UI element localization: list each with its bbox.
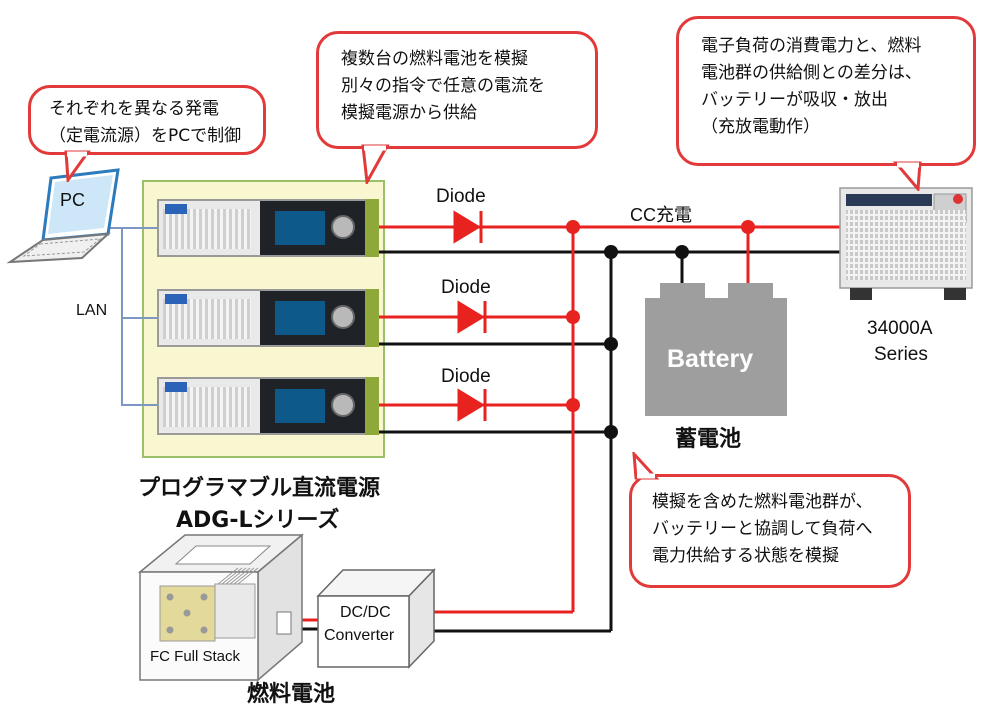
diode-3 [457, 388, 487, 422]
junction-dots-red [566, 220, 755, 412]
callout-text: 電池群の供給側との差分は、 [701, 63, 922, 83]
load-series-label: Series [874, 344, 928, 365]
positive-lines [289, 225, 850, 622]
callout-emulation-tail [361, 144, 390, 184]
diode-1 [453, 210, 483, 244]
psu-title-label: プログラマブル直流電源 [138, 476, 381, 501]
lan-lines [108, 227, 157, 406]
electronic-load-34000a [839, 187, 973, 300]
fuel-cell-stack-drawing [137, 533, 305, 682]
callout-text: 電子負荷の消費電力と、燃料 [701, 36, 922, 56]
psu-unit-1 [157, 199, 379, 257]
callout-text: バッテリーと協調して負荷へ [652, 519, 873, 539]
dcdc-label-line2: Converter [324, 627, 395, 644]
callout-battery-difference: 電子負荷の消費電力と、燃料 電池群の供給側との差分は、 バッテリーが吸収・放出 … [676, 16, 976, 166]
dcdc-converter-box [316, 568, 436, 669]
diode-label-3: Diode [441, 366, 491, 387]
lan-label: LAN [76, 302, 108, 319]
callout-battery-difference-tail [892, 161, 922, 191]
junction-dots-black [604, 245, 689, 439]
callout-emulation: 複数台の燃料電池を模擬 別々の指令で任意の電流を 模擬電源から供給 [316, 31, 598, 149]
laptop-icon [6, 168, 120, 264]
callout-pc-control: それぞれを異なる発電 （定電流源）をPCで制御 [28, 85, 266, 155]
battery-icon [645, 283, 787, 416]
callout-text: バッテリーが吸収・放出 [701, 90, 888, 110]
cc-charge-label: CC充電 [630, 205, 692, 225]
callout-text: 複数台の燃料電池を模擬 [341, 49, 528, 69]
callout-text: （充放電動作） [701, 117, 820, 137]
callout-pc-control-tail [64, 150, 91, 182]
psu-unit-3 [157, 377, 379, 435]
psu-unit-2 [157, 289, 379, 347]
callout-text: 模擬電源から供給 [341, 103, 477, 123]
callout-text: それぞれを異なる発電 [49, 99, 219, 119]
diode-2 [457, 300, 487, 334]
callout-coordination: 模擬を含めた燃料電池群が、 バッテリーと協調して負荷へ 電力供給する状態を模擬 [629, 474, 911, 588]
fuel-cell-label: 燃料電池 [247, 682, 336, 707]
pc-label: PC [60, 190, 86, 210]
fc-stack-label: FC Full Stack [150, 648, 241, 665]
callout-text: 電力供給する状態を模擬 [652, 546, 839, 566]
diode-label-1: Diode [436, 186, 486, 207]
psu-series-label: ADG-Lシリーズ [176, 508, 340, 533]
callout-coordination-tail [632, 452, 660, 480]
load-model-label: 34000A [867, 318, 933, 339]
diode-label-2: Diode [441, 277, 491, 298]
battery-label: Battery [667, 345, 754, 373]
callout-text: 別々の指令で任意の電流を [341, 76, 545, 96]
dcdc-label-line1: DC/DC [340, 604, 391, 621]
battery-jp-label: 蓄電池 [675, 427, 742, 452]
callout-text: 模擬を含めた燃料電池群が、 [652, 492, 873, 512]
callout-text: （定電流源）をPCで制御 [49, 126, 242, 146]
